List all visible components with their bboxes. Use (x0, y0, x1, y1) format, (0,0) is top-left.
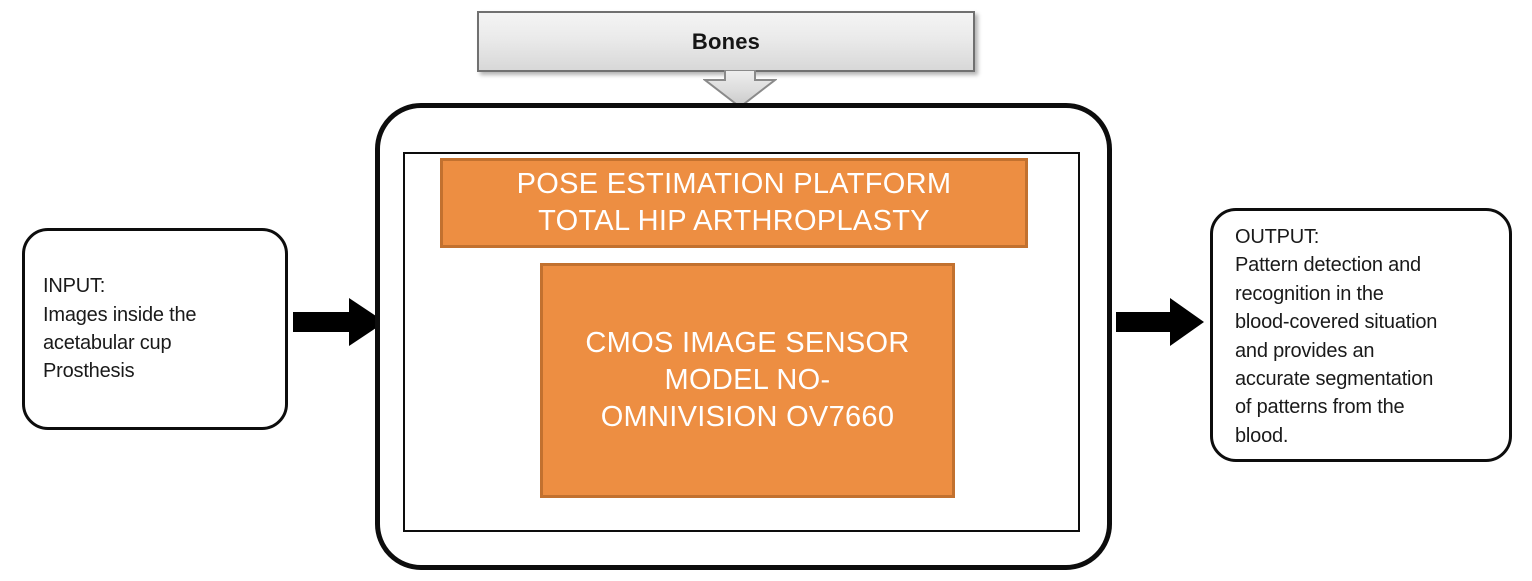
cmos-sensor-block: CMOS IMAGE SENSOR MODEL NO- OMNIVISION O… (540, 263, 955, 498)
input-box: INPUT: Images inside the acetabular cup … (22, 228, 288, 430)
arrow-platform-to-output-icon (1116, 298, 1204, 346)
bones-label: Bones (691, 28, 761, 54)
down-arrow-icon (702, 69, 778, 109)
pose-estimation-block: POSE ESTIMATION PLATFORM TOTAL HIP ARTHR… (440, 158, 1028, 248)
arrow-input-to-platform-icon (293, 298, 385, 346)
output-box: OUTPUT: Pattern detection and recognitio… (1210, 208, 1512, 462)
bones-header-box: Bones (477, 11, 975, 72)
